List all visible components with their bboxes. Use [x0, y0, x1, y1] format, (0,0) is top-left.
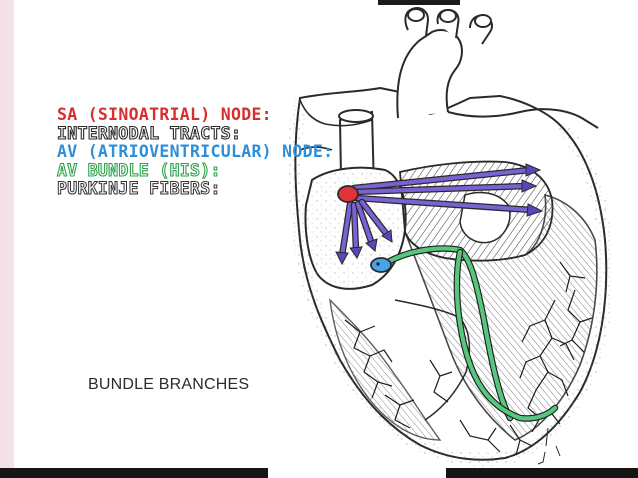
- legend-av-bundle: AV BUNDLE (HIS):: [56, 160, 221, 180]
- top-border-bar: [378, 0, 460, 5]
- purkinje-fiber-network: [344, 261, 593, 456]
- internodal-tract-arrows: [335, 163, 544, 266]
- legend-internodal-tracts: INTERNODAL TRACTS:: [56, 123, 242, 143]
- av-bundle-branches: [384, 245, 559, 422]
- legend-sa-node: SA (SINOATRIAL) NODE:: [57, 105, 272, 124]
- slide-left-edge: [0, 0, 14, 478]
- av-node-dot: [376, 262, 380, 266]
- av-node: [370, 257, 392, 273]
- bottom-border-bar: [0, 468, 638, 478]
- conduction-legend: SA (SINOATRIAL) NODE: INTERNODAL TRACTS:…: [56, 105, 334, 199]
- sa-node: [337, 185, 359, 203]
- legend-purkinje-fibers: PURKINJE FIBERS:: [56, 179, 221, 198]
- bundle-branches-label: BUNDLE BRANCHES: [88, 376, 250, 393]
- ventricles: [329, 193, 598, 441]
- bottom-border-gap: [268, 468, 446, 478]
- legend-av-node: AV (ATRIOVENTRICULAR) NODE:: [57, 142, 334, 161]
- branch-tip-marks: [537, 427, 561, 465]
